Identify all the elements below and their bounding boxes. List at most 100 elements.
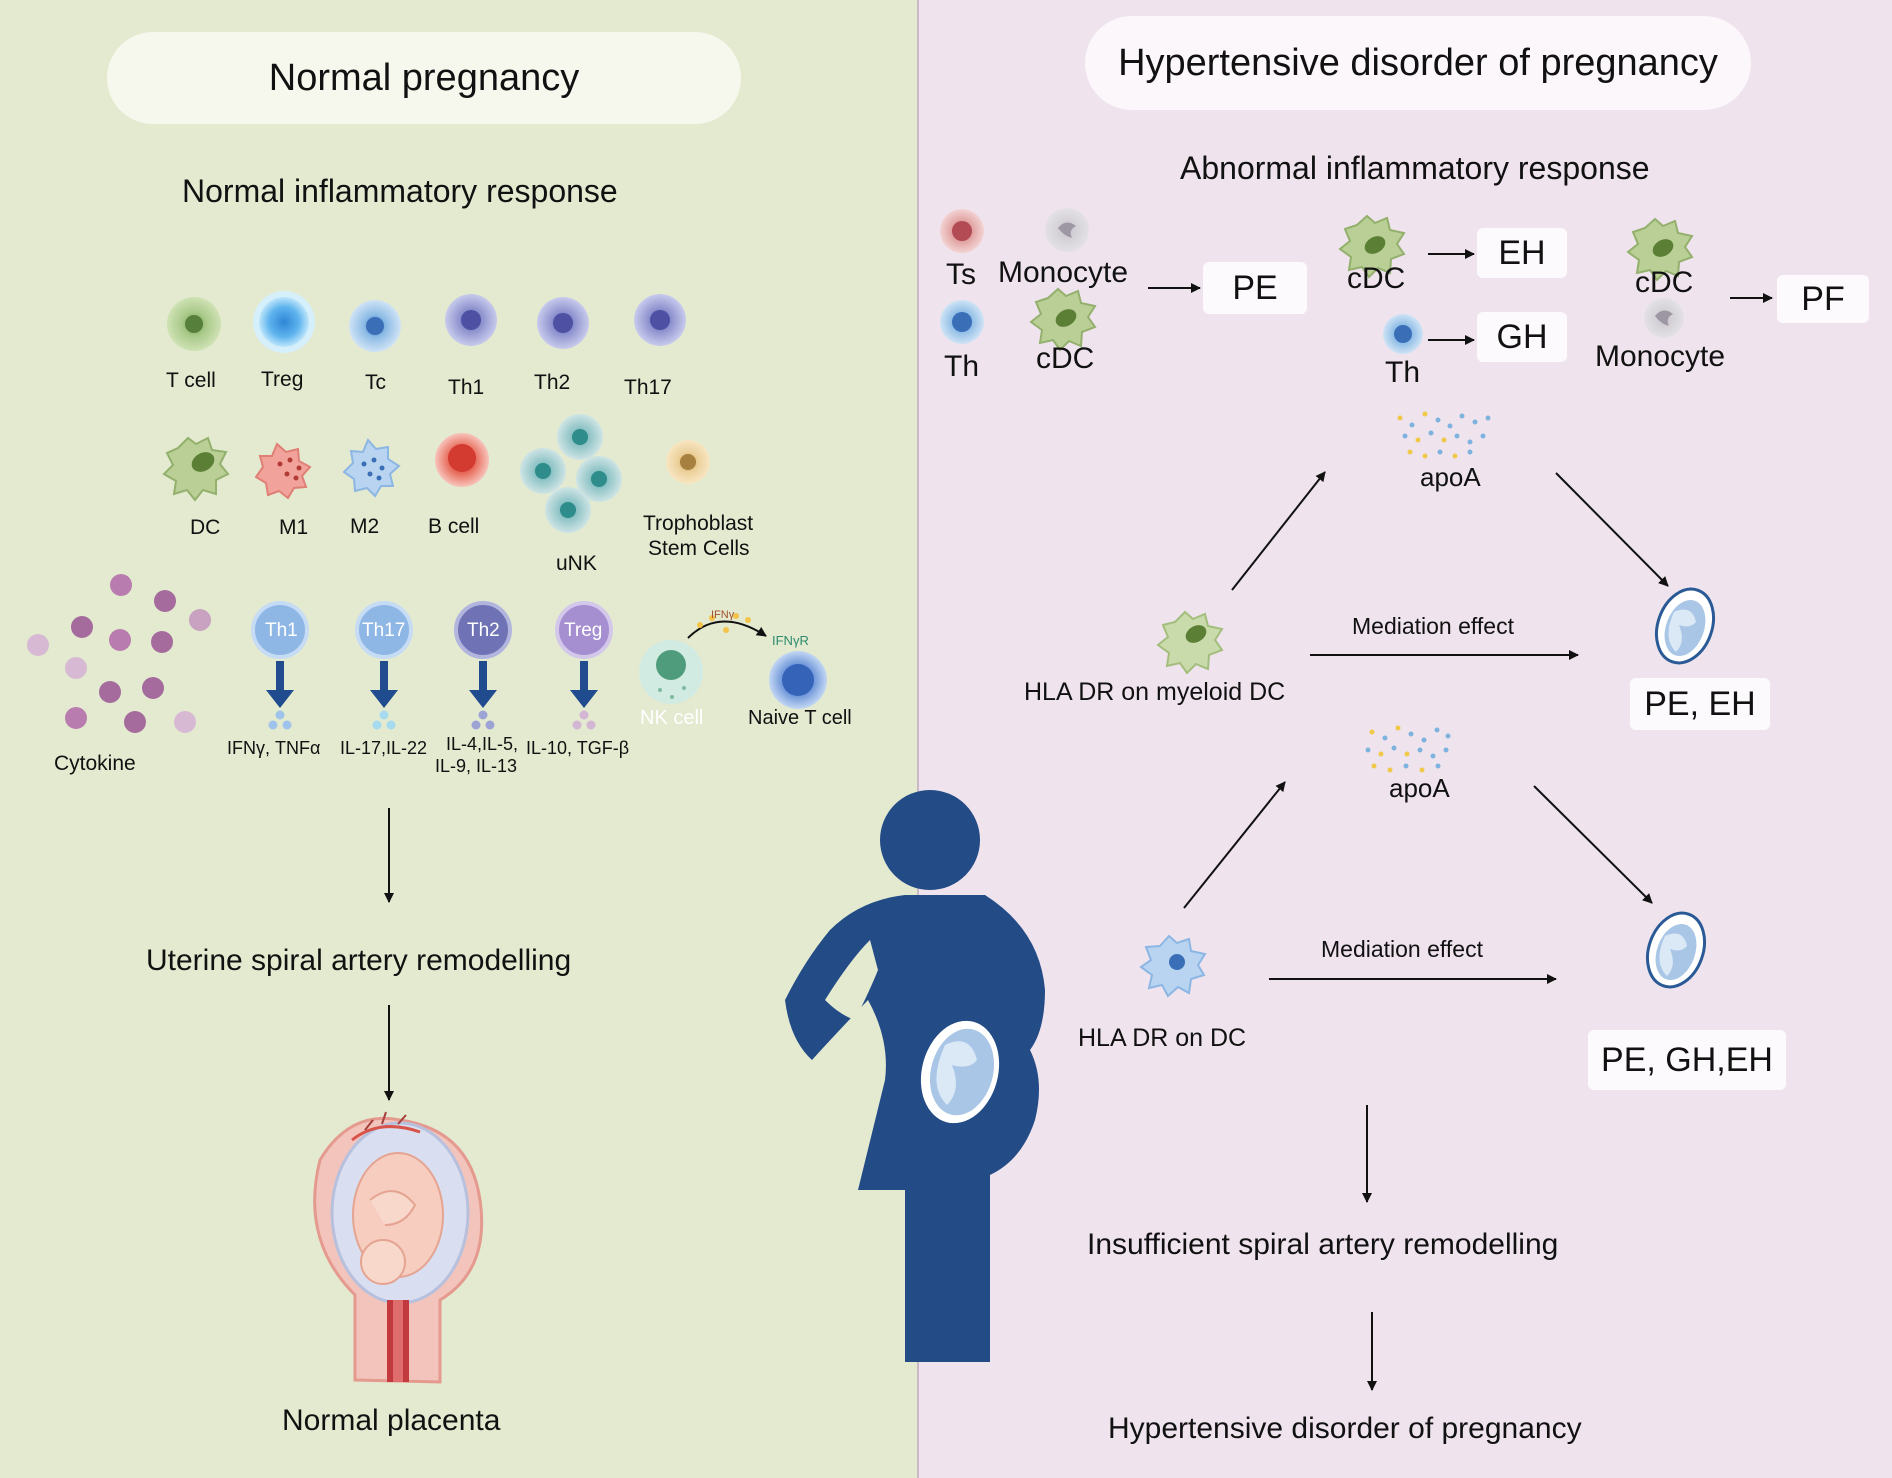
tc-icon xyxy=(349,300,401,352)
th-icon-2 xyxy=(1383,314,1423,354)
outcome-box-gh: GH xyxy=(1477,312,1567,362)
right-step-1: Insufficient spiral artery remodelling xyxy=(1087,1228,1559,1261)
cytokine-trios xyxy=(268,710,596,730)
outcome-eh: EH xyxy=(1498,233,1546,272)
secreting-th17-label: Th17 xyxy=(362,620,406,641)
arrow-apoa-to-outcome1 xyxy=(1555,472,1669,587)
label-cdc-3: cDC xyxy=(1635,266,1694,299)
outcome-gh: GH xyxy=(1496,317,1548,356)
th-icon-1 xyxy=(940,300,984,344)
cytokine-treg: IL-10, TGF-β xyxy=(526,738,630,758)
left-title: Normal pregnancy xyxy=(268,56,580,99)
right-title-pill: Hypertensive disorder of pregnancy xyxy=(1085,16,1751,110)
cytokine-th1: IFNγ, TNFα xyxy=(227,738,321,758)
cytokine-dots xyxy=(27,574,211,733)
label-unk: uNK xyxy=(556,552,597,575)
m1-icon xyxy=(254,442,312,500)
label-th-2: Th xyxy=(1385,356,1421,389)
apoa-label-2: apoA xyxy=(1389,773,1450,803)
exposure-label-1: HLA DR on myeloid DC xyxy=(1024,678,1286,706)
nk-cell-label: NK cell xyxy=(640,707,704,729)
label-cdc-1: cDC xyxy=(1036,342,1095,375)
left-subtitle: Normal inflammatory response xyxy=(182,173,618,209)
ifnr-label: IFNγR xyxy=(772,633,809,648)
apoa-particles-1 xyxy=(1397,411,1491,459)
dc-hla-icon xyxy=(1139,934,1207,998)
m2-icon xyxy=(342,438,401,498)
naive-t-cell-label: Naive T cell xyxy=(748,707,852,729)
naive-t-cell-icon xyxy=(769,651,827,709)
monocyte-icon-2 xyxy=(1644,298,1684,338)
pregnant-woman-silhouette xyxy=(785,790,1045,1362)
th2-icon xyxy=(537,297,589,349)
arrow-apoa-to-outcome2 xyxy=(1533,785,1653,904)
right-subtitle: Abnormal inflammatory response xyxy=(1180,150,1650,186)
label-m2: M2 xyxy=(350,515,380,538)
cdc-icon-1 xyxy=(1029,287,1097,352)
outcome-pe: PE xyxy=(1232,268,1278,307)
myeloid-dc-icon xyxy=(1156,610,1224,675)
ts-icon xyxy=(940,209,984,253)
outcome-box-pe: PE xyxy=(1203,262,1307,314)
cdc-icon-3 xyxy=(1626,217,1694,282)
label-tc: Tc xyxy=(365,371,386,394)
label-treg: Treg xyxy=(261,368,304,391)
monocyte-icon-1 xyxy=(1045,208,1089,252)
label-monocyte-1: Monocyte xyxy=(998,256,1129,289)
trophoblast-stem-cell-icon xyxy=(666,440,710,484)
outcome-pf: PF xyxy=(1801,279,1845,318)
outcome-box-1: PE, EH xyxy=(1630,678,1770,730)
right-title: Hypertensive disorder of pregnancy xyxy=(1118,41,1718,84)
cytokine-th2-a: IL-4,IL-5, xyxy=(446,734,519,754)
cdc-icon-2 xyxy=(1338,214,1406,279)
womb-fetus-icon xyxy=(920,1020,1000,1124)
ifn-signal-arrow xyxy=(687,620,767,639)
outcome-box-2: PE, GH,EH xyxy=(1588,1030,1786,1090)
th2-secreting-cell xyxy=(454,601,512,659)
treg-secreting-cell xyxy=(555,601,613,659)
label-b-cell: B cell xyxy=(428,515,480,538)
label-monocyte-2: Monocyte xyxy=(1595,340,1726,373)
fetus-icon-1 xyxy=(1654,587,1716,665)
ifn-dots xyxy=(697,613,751,633)
th1-secreting-cell xyxy=(251,601,309,659)
label-th1: Th1 xyxy=(448,376,485,399)
outcome-box-pf: PF xyxy=(1777,275,1869,323)
left-step-2: Normal placenta xyxy=(282,1404,501,1437)
treg-icon xyxy=(253,291,315,353)
mediation-label-2: Mediation effect xyxy=(1321,936,1483,962)
cytokine-th2-b: IL-9, IL-13 xyxy=(435,756,518,776)
label-th-1: Th xyxy=(944,350,980,383)
secreting-th1-label: Th1 xyxy=(265,620,298,641)
nk-cell-icon xyxy=(639,640,703,704)
label-trophoblast-2: Stem Cells xyxy=(648,537,750,560)
outcome-1: PE, EH xyxy=(1644,684,1756,723)
label-th2: Th2 xyxy=(534,371,571,394)
apoa-particles-2 xyxy=(1365,725,1451,773)
ifn-label: IFNγ xyxy=(711,609,735,621)
t-cell-icon xyxy=(167,297,221,351)
label-m1: M1 xyxy=(279,516,309,539)
outcome-2: PE, GH,EH xyxy=(1601,1040,1773,1079)
secreting-th2-label: Th2 xyxy=(467,620,500,641)
label-cytokine: Cytokine xyxy=(54,752,136,775)
cytokine-th17: IL-17,IL-22 xyxy=(340,738,428,758)
label-trophoblast-1: Trophoblast xyxy=(643,512,754,535)
label-cdc-2: cDC xyxy=(1347,262,1406,295)
label-ts: Ts xyxy=(946,258,976,291)
b-cell-icon xyxy=(435,433,489,487)
th17-secreting-cell xyxy=(355,601,413,659)
arrow-mdc-to-apoa xyxy=(1231,471,1326,591)
apoa-label-1: apoA xyxy=(1420,462,1481,492)
exposure-label-2: HLA DR on DC xyxy=(1078,1024,1247,1052)
right-step-2: Hypertensive disorder of pregnancy xyxy=(1108,1412,1582,1445)
dc-icon xyxy=(162,436,230,502)
th17-icon xyxy=(634,294,686,346)
arrow-dc-to-apoa xyxy=(1183,781,1286,909)
unk-cluster-icon xyxy=(520,414,622,533)
left-step-1: Uterine spiral artery remodelling xyxy=(146,944,572,977)
mediation-label-1: Mediation effect xyxy=(1352,613,1514,639)
placenta-illustration xyxy=(313,1111,484,1384)
